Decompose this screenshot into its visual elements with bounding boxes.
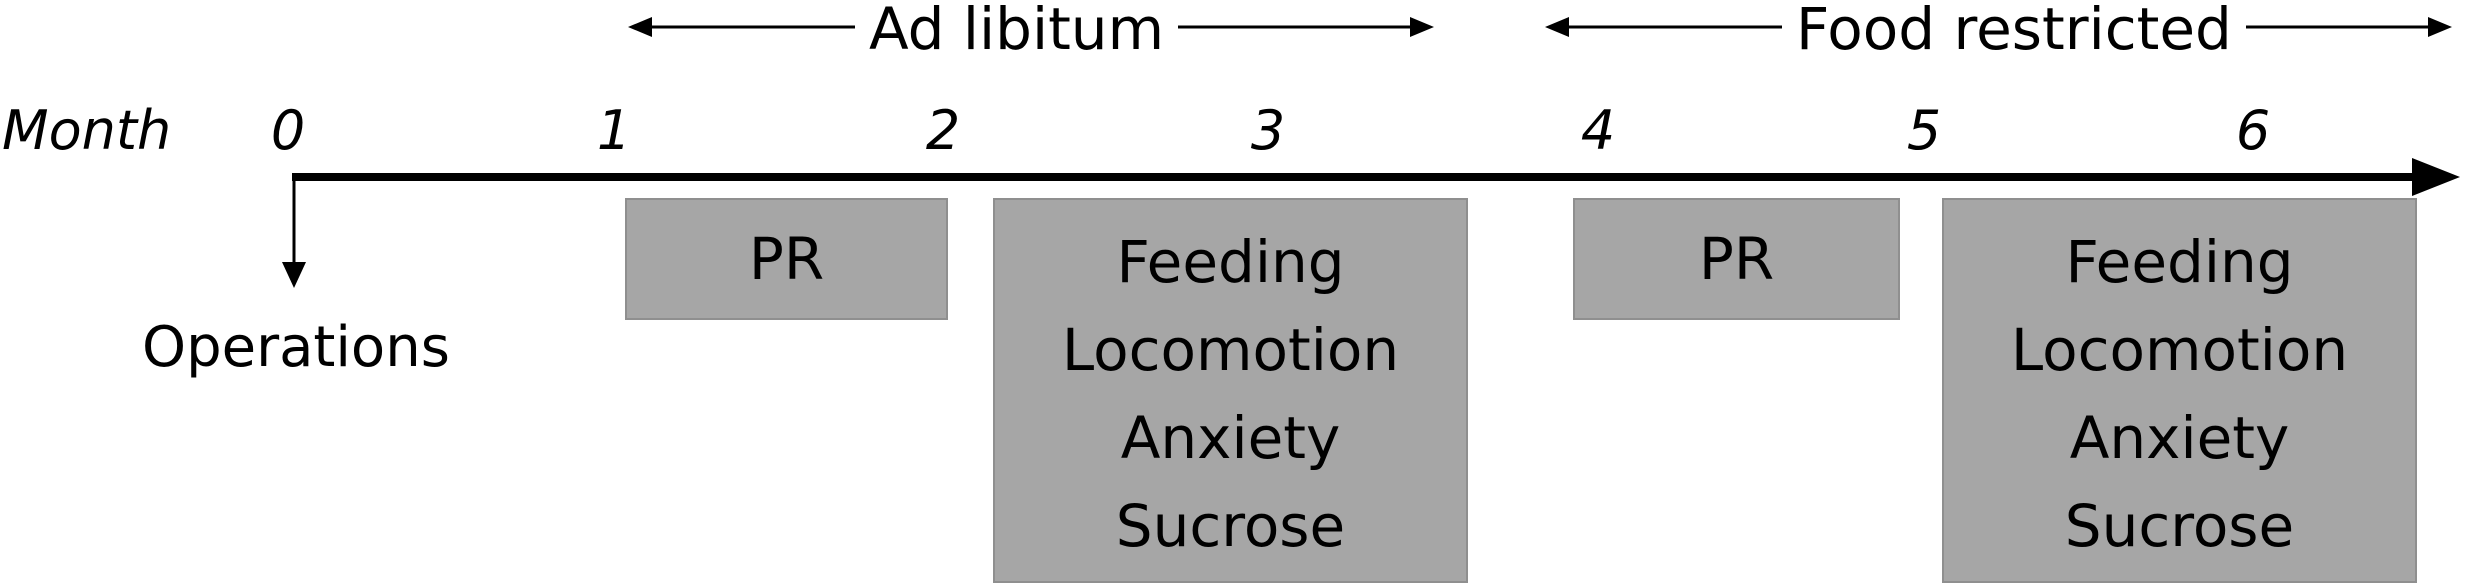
test-locomotion: Locomotion bbox=[2010, 316, 2349, 384]
test-anxiety: Anxiety bbox=[1120, 404, 1341, 472]
tests-box-food-restricted: Feeding Locomotion Anxiety Sucrose bbox=[1942, 198, 2417, 583]
month-tick-0: 0 bbox=[270, 99, 306, 162]
month-tick-3: 3 bbox=[1250, 99, 1286, 162]
month-tick-1: 1 bbox=[596, 99, 632, 162]
month-tick-6: 6 bbox=[2235, 99, 2271, 162]
month-axis-arrowhead bbox=[2412, 158, 2460, 196]
test-sucrose: Sucrose bbox=[1115, 492, 1346, 560]
pr-box-label: PR bbox=[1698, 225, 1775, 293]
food-restricted-right-arrowhead bbox=[2428, 17, 2452, 37]
operations-arrowhead bbox=[282, 262, 306, 288]
tests-box-ad-libitum: Feeding Locomotion Anxiety Sucrose bbox=[993, 198, 1468, 583]
month-tick-4: 4 bbox=[1580, 99, 1616, 162]
test-sucrose: Sucrose bbox=[2064, 492, 2295, 560]
ad-libitum-label: Ad libitum bbox=[855, 0, 1179, 58]
month-axis-label: Month bbox=[2, 99, 172, 162]
month-tick-2: 2 bbox=[925, 99, 961, 162]
pr-box-ad-libitum: PR bbox=[625, 198, 948, 320]
ad-libitum-right-arrowhead bbox=[1410, 17, 1434, 37]
test-anxiety: Anxiety bbox=[2069, 404, 2290, 472]
operations-label: Operations bbox=[142, 315, 450, 380]
food-restricted-label: Food restricted bbox=[1782, 0, 2246, 58]
food-restricted-left-arrowhead bbox=[1545, 17, 1569, 37]
pr-box-label: PR bbox=[748, 225, 825, 293]
month-tick-5: 5 bbox=[1906, 99, 1942, 162]
test-locomotion: Locomotion bbox=[1061, 316, 1400, 384]
test-feeding: Feeding bbox=[1116, 228, 1345, 296]
test-feeding: Feeding bbox=[2065, 228, 2294, 296]
pr-box-food-restricted: PR bbox=[1573, 198, 1900, 320]
ad-libitum-left-arrowhead bbox=[628, 17, 652, 37]
